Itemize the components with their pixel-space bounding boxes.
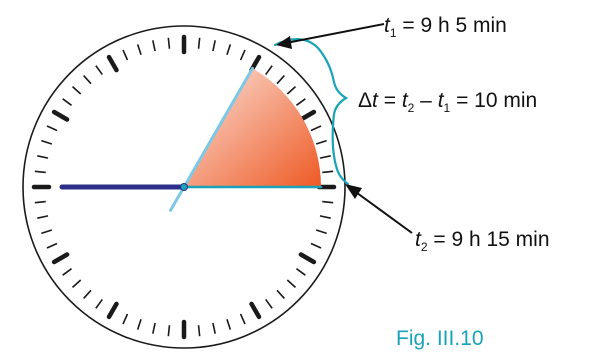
figure-caption: Fig. III.10 [396,327,484,350]
t1-arrow-shaft [286,24,384,43]
t2-label: t2 = 9 h 15 min [415,228,550,254]
t2-arrow-shaft [353,190,412,233]
clock-center [181,184,188,191]
t2-arrow-head [345,184,362,199]
delta-t-label: Δt = t2 – t1 = 10 min [358,89,537,115]
t1-label: t1 = 9 h 5 min [384,14,507,40]
